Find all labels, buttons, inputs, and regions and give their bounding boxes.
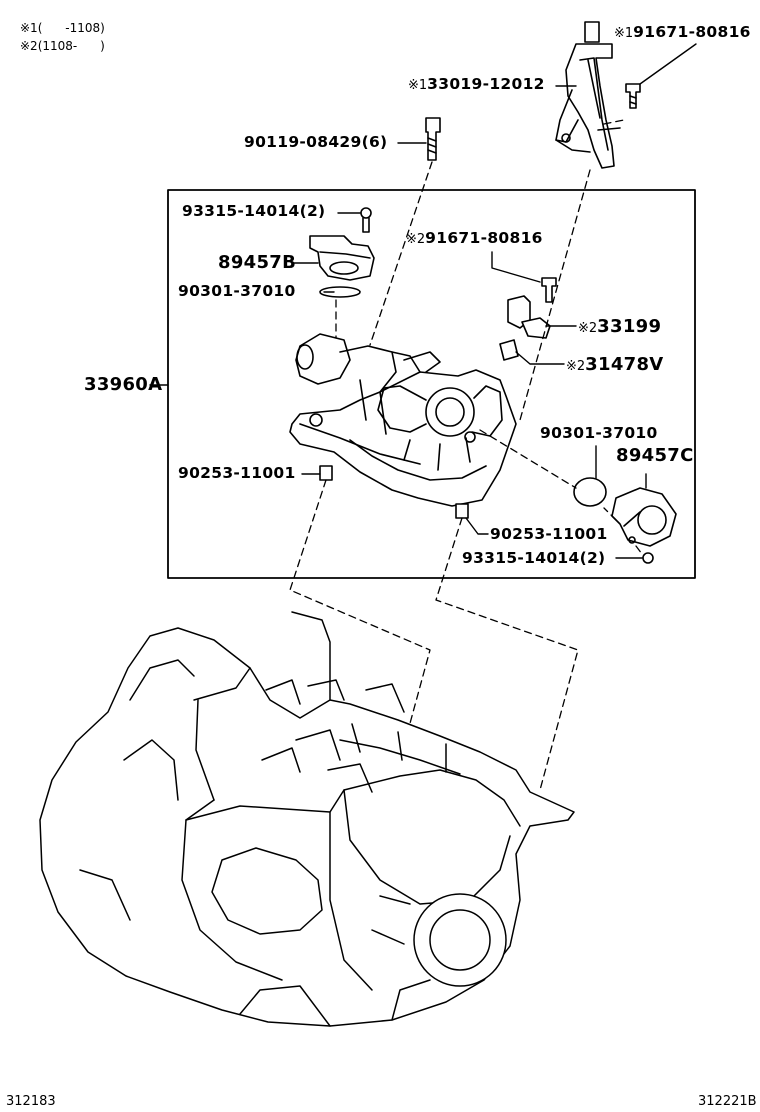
label-number: 90253-11001 [490,525,608,543]
label-number: 93315-14014(2) [182,202,326,220]
label-number: 90119-08429(6) [244,133,388,151]
label-mark: ※2 [406,232,426,247]
label-mark: ※1 [408,78,428,93]
note-1: ※1( -1108) [20,22,105,34]
screw-93315-bottom [642,552,654,564]
pin-90253-left [319,465,333,481]
oring-right [573,477,607,507]
label-number: 33199 [597,316,662,337]
label-sensor-c: 89457C [616,447,694,465]
part-33199 [507,295,551,339]
label-number: 31478V [585,354,664,375]
label-oring-right: 90301-37010 [540,424,658,442]
label-assembly: 33960A [84,376,162,394]
label-pin-left: 90253-11001 [178,464,296,482]
label-mark: ※2 [578,321,598,336]
note-2: ※2(1108- ) [20,40,105,52]
label-screw-bottom: 93315-14014(2) [462,549,606,567]
illustration-code-left: 312183 [6,1094,56,1109]
label-number: 89457B [218,252,297,273]
label-pin-right: 90253-11001 [490,525,608,543]
label-mark: ※2 [566,359,586,374]
label-bracket: ※133019-12012 [408,75,545,93]
label-number: 90301-37010 [540,424,658,442]
label-number: 91671-80816 [425,229,543,247]
pin-90253-right [455,503,469,519]
shift-actuator-assembly [289,333,517,507]
label-number: 91671-80816 [633,23,751,41]
label-screw-top: 93315-14014(2) [182,202,326,220]
oring-top [319,286,361,298]
label-sensor-b: 89457B [218,254,296,272]
label-bolt6: 90119-08429(6) [244,133,388,151]
label-mark: ※1 [614,26,634,41]
illustration-code-right: 312221B [698,1094,757,1109]
label-number: 90253-11001 [178,464,296,482]
bracket-bolt [625,83,641,109]
bolt-90119 [425,117,441,161]
label-33199: ※233199 [578,318,661,336]
label-number: 33019-12012 [427,75,545,93]
label-bracket-bolt: ※191671-80816 [614,23,751,41]
part-31478v [499,339,519,361]
shift-bracket [555,21,621,169]
sensor-89457c [611,487,677,547]
note-text: (1108- ) [37,39,105,53]
label-bolt-x2: ※291671-80816 [406,229,543,247]
transmission-case [39,611,575,1027]
label-number: 33960A [84,374,163,395]
note-mark: ※2 [20,39,38,53]
label-number: 89457C [616,445,694,466]
note-mark: ※1 [20,21,38,35]
screw-93315-top [360,207,372,233]
bolt-91671-x2 [541,277,557,303]
assembly-frame [167,189,696,579]
label-number: 90301-37010 [178,282,296,300]
label-31478v: ※231478V [566,356,664,374]
note-text: ( -1108) [37,21,105,35]
sensor-89457b [309,235,375,281]
label-oring-top: 90301-37010 [178,282,296,300]
label-number: 93315-14014(2) [462,549,606,567]
